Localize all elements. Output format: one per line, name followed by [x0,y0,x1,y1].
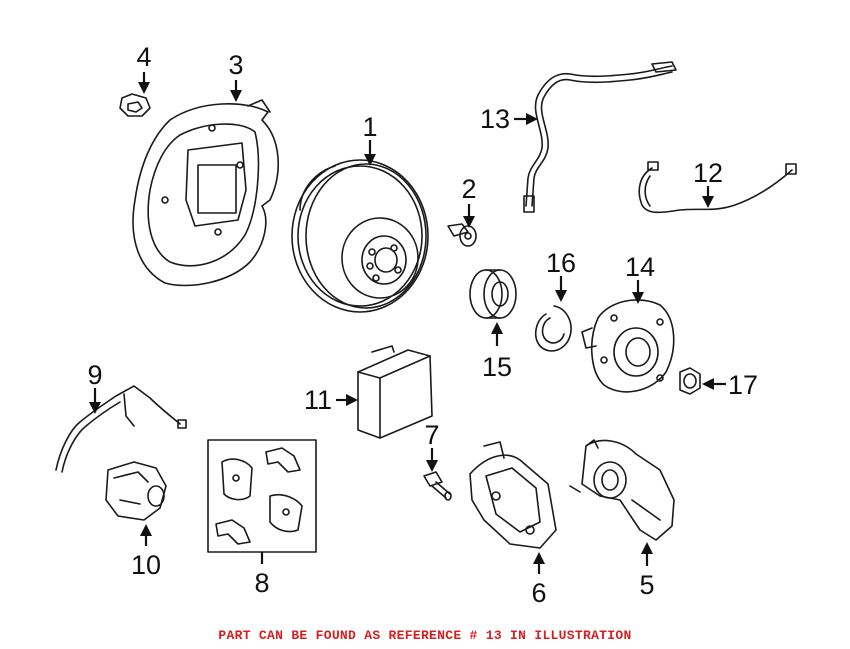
callout-15: 15 [482,352,512,382]
reference-footnote: PART CAN BE FOUND AS REFERENCE # 13 IN I… [218,628,632,643]
callout-8: 8 [254,568,269,598]
wheel-hub-icon [581,299,675,393]
callout-5: 5 [639,570,654,600]
callout-13: 13 [480,104,510,134]
bolt-icon-2 [447,223,477,247]
actuator-icon [105,461,167,521]
backing-plate-icon [132,99,279,287]
callout-12: 12 [693,158,723,188]
abs-sensor-cable-icon [523,61,677,213]
callout-2: 2 [461,174,476,204]
wear-sensor-wire-icon-2 [55,385,187,473]
callout-10: 10 [131,550,161,580]
callout-11: 11 [304,385,332,415]
callout-4: 4 [136,42,151,72]
callout-16: 16 [546,248,576,278]
wear-sensor-wire-icon [638,161,797,214]
bolt-icon-7 [423,471,452,501]
callout-14: 14 [625,252,655,282]
control-module-icon [357,345,433,439]
brake-pad-set-icon [207,439,317,553]
bolt-icon [119,93,151,117]
hub-nut-icon [679,367,701,395]
callout-9: 9 [87,360,102,390]
callout-6: 6 [531,578,546,608]
brake-rotor-icon [291,159,429,313]
callout-17: 17 [728,370,758,400]
callout-7: 7 [424,420,439,450]
callout-arrows [89,72,726,574]
caliper-icon [569,439,675,541]
wheel-bearing-icon [469,269,517,319]
callout-3: 3 [228,50,243,80]
callout-1: 1 [362,112,377,142]
callout-numbers: 1 2 3 4 5 6 7 8 9 10 11 12 13 14 15 16 1… [87,42,758,608]
snap-ring-icon [534,305,572,352]
caliper-bracket-icon [469,441,557,549]
